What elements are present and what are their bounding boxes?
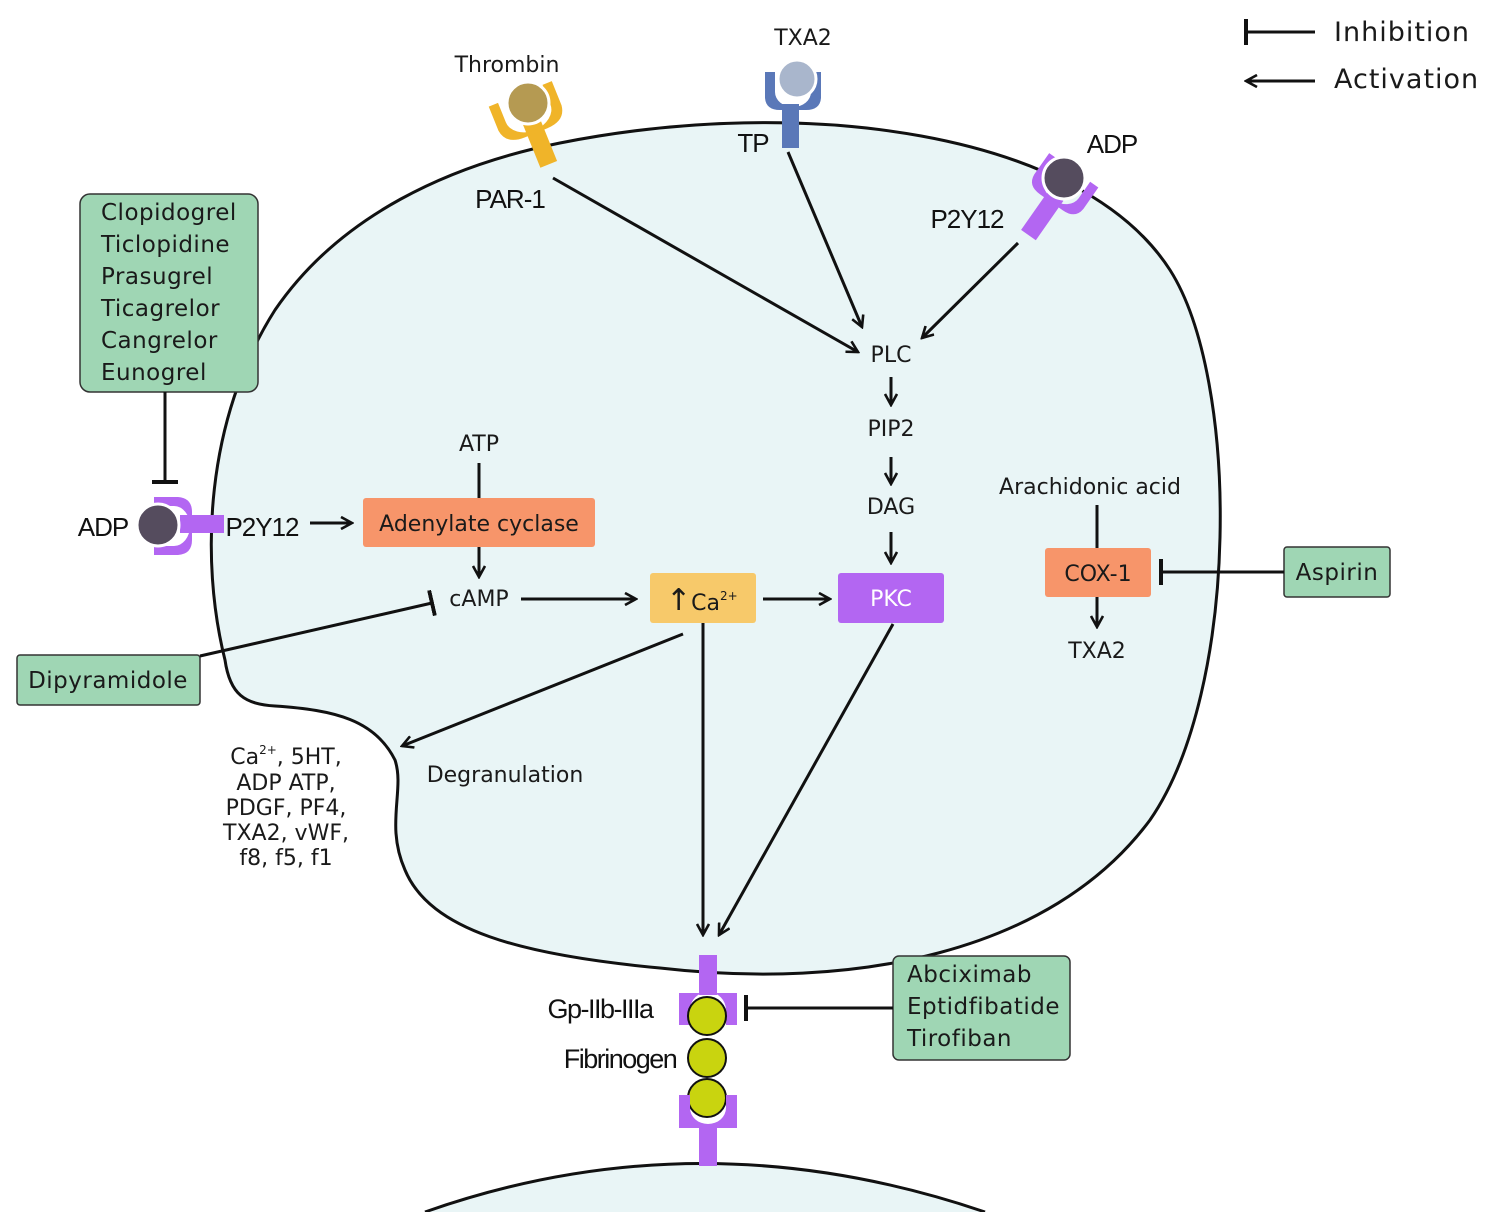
tp-receptor: TXA2 TP <box>737 26 831 158</box>
granule-line-1-rest: , 5HT, <box>277 745 342 770</box>
dipyramidole-inhibition-line <box>199 589 437 658</box>
granule-line-5: f8, f5, f1 <box>239 846 332 871</box>
aspirin-label: Aspirin <box>1296 560 1379 586</box>
dag-label: DAG <box>867 495 915 520</box>
gp-iib-iiia-receptor <box>679 955 737 1025</box>
p2y12-inhibitor-list: Clopidogrel Ticlopidine Prasugrel Ticagr… <box>100 200 237 386</box>
cox1-label: COX-1 <box>1064 562 1131 587</box>
degranulation-label: Degranulation <box>427 763 584 788</box>
granule-ca-charge: 2+ <box>259 743 277 757</box>
drug-ticlopidine: Ticlopidine <box>100 232 230 258</box>
plc-label: PLC <box>871 343 912 368</box>
p2y12-inhibitor-box <box>79 193 259 393</box>
gp-inhibitor-list: Abciximab Eptidfibatide Tirofiban <box>906 962 1060 1052</box>
par1-label: PAR-1 <box>475 184 545 214</box>
adp-left-label: ADP <box>78 512 128 542</box>
legend-activation: Activation <box>1334 64 1479 95</box>
fibrinogen-unit-3 <box>687 1078 727 1118</box>
dipyramidole-label: Dipyramidole <box>28 668 188 694</box>
gp-iib-iiia-label: Gp-IIb-IIIa <box>547 994 655 1024</box>
second-platelet-membrane <box>424 1162 986 1212</box>
calcium-up-arrow: ↑ <box>666 583 691 618</box>
thrombin-label: Thrombin <box>454 53 560 78</box>
fibrinogen-unit-1 <box>687 996 727 1036</box>
granule-ca-base: Ca <box>230 745 259 770</box>
p2y12-top-label: P2Y12 <box>930 204 1004 234</box>
drug-cangrelor: Cangrelor <box>101 328 218 354</box>
platelet-membrane <box>209 121 1222 976</box>
dipyramidole-box <box>16 654 201 706</box>
pkc-box <box>838 573 944 623</box>
atp-label: ATP <box>459 432 499 457</box>
drug-abciximab: Abciximab <box>907 962 1032 988</box>
pip2-label: PIP2 <box>867 417 914 442</box>
granule-line-4: TXA2, vWF, <box>222 821 349 846</box>
pkc-to-gp-arrow <box>719 623 895 935</box>
fibrinogen-label: Fibrinogen <box>564 1044 677 1074</box>
drug-tirofiban: Tirofiban <box>906 1026 1012 1052</box>
par1-to-plc-arrow <box>552 176 858 352</box>
adenylate-cyclase-label: Adenylate cyclase <box>379 512 579 537</box>
legend: Inhibition Activation <box>1244 17 1479 95</box>
granule-line-2: ADP ATP, <box>236 771 335 796</box>
granule-line-1: Ca2+, 5HT, <box>230 743 342 770</box>
calcium-label: ↑Ca2+ <box>666 583 738 618</box>
drug-ticagrelor: Ticagrelor <box>100 296 220 322</box>
calcium-base: Ca <box>691 591 720 616</box>
adp-top-label: ADP <box>1087 129 1137 159</box>
granule-contents: Ca2+, 5HT, ADP ATP, PDGF, PF4, TXA2, vWF… <box>222 743 349 871</box>
ca-to-degranulation-arrow <box>402 632 684 746</box>
drug-prasugrel: Prasugrel <box>101 264 213 290</box>
adp-top-ligand <box>1041 155 1087 201</box>
tp-to-plc-arrow <box>786 151 862 327</box>
drug-eunogrel: Eunogrel <box>101 360 207 386</box>
drug-clopidogrel: Clopidogrel <box>101 200 237 226</box>
p2y12-left-label: P2Y12 <box>225 512 299 542</box>
p2y12-to-plc-arrow <box>922 241 1020 338</box>
fibrinogen-unit-2 <box>687 1038 727 1078</box>
tp-label: TP <box>737 128 768 158</box>
p2y12-receptor-left: ADP P2Y12 <box>78 497 300 555</box>
calcium-charge: 2+ <box>720 589 738 603</box>
par1-receptor: Thrombin PAR-1 <box>454 53 563 214</box>
gp-receptor-second-platelet <box>679 1095 737 1166</box>
calcium-box <box>650 573 756 623</box>
cox1-box <box>1045 548 1151 597</box>
adp-left-ligand <box>135 502 181 548</box>
granule-line-3: PDGF, PF4, <box>226 796 347 821</box>
arachidonic-acid-label: Arachidonic acid <box>999 475 1181 500</box>
camp-label: cAMP <box>449 587 508 612</box>
pkc-label: PKC <box>870 587 912 612</box>
thrombin-ligand <box>505 80 551 126</box>
txa2-ligand-label: TXA2 <box>773 26 832 51</box>
p2y12-receptor-top: ADP P2Y12 <box>930 129 1138 241</box>
drug-eptidfibatide: Eptidfibatide <box>907 994 1060 1020</box>
txa2-ligand <box>776 58 818 100</box>
legend-inhibition: Inhibition <box>1334 17 1470 48</box>
adenylate-cyclase-box <box>363 498 595 547</box>
txa2-product-label: TXA2 <box>1067 639 1126 664</box>
